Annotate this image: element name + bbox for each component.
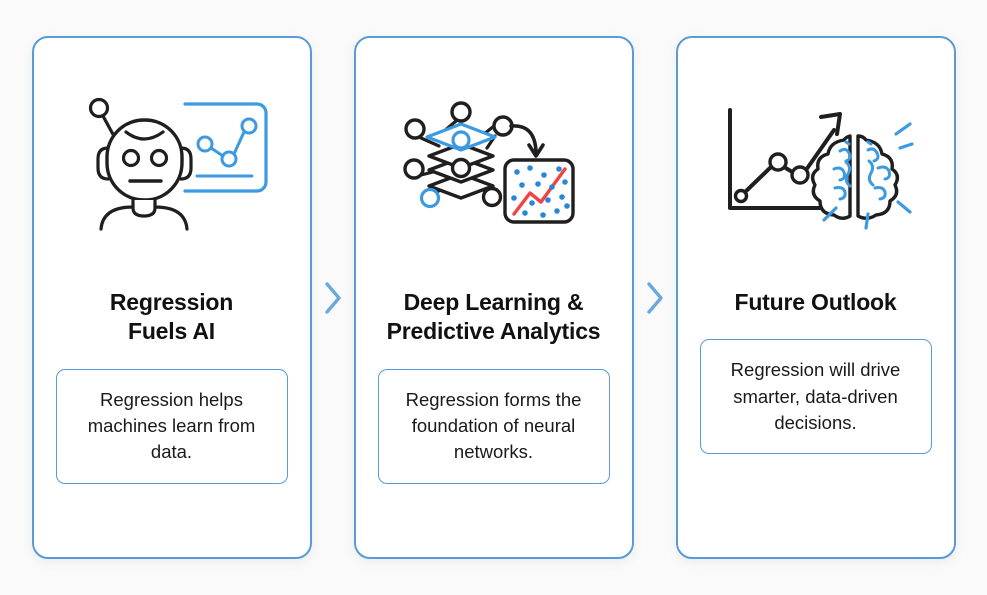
- neural-network-layers-to-scatter-plot-icon: [370, 38, 618, 288]
- card-title-line-2: Predictive Analytics: [386, 318, 601, 345]
- cards-row: Regression Fuels AI Regression helps mac…: [31, 36, 956, 559]
- card-title: Regression Fuels AI: [48, 288, 296, 347]
- card-title: Future Outlook: [692, 288, 940, 317]
- card-description: Regression helps machines learn from dat…: [55, 368, 288, 484]
- card-description: Regression will drive smarter, data-driv…: [699, 339, 932, 455]
- chevron-right-icon: [634, 281, 676, 315]
- robot-with-chart-panel-icon: [48, 38, 296, 288]
- card-description: Regression forms the foundation of neura…: [377, 368, 610, 484]
- card-future-outlook[interactable]: Future Outlook Regression will drive sma…: [675, 36, 956, 559]
- card-title-line-1: Regression: [109, 289, 234, 315]
- growth-chart-with-brain-icon: [692, 38, 940, 288]
- card-title: Deep Learning & Predictive Analytics: [370, 288, 618, 347]
- chevron-right-icon: [312, 281, 354, 315]
- card-title-line-1: Deep Learning &: [403, 289, 584, 315]
- card-deep-learning-predictive-analytics[interactable]: Deep Learning & Predictive Analytics Reg…: [353, 36, 634, 559]
- card-regression-fuels-ai[interactable]: Regression Fuels AI Regression helps mac…: [31, 36, 312, 559]
- card-title-line-2: Fuels AI: [127, 318, 215, 345]
- card-title-line-1: Future Outlook: [734, 289, 897, 315]
